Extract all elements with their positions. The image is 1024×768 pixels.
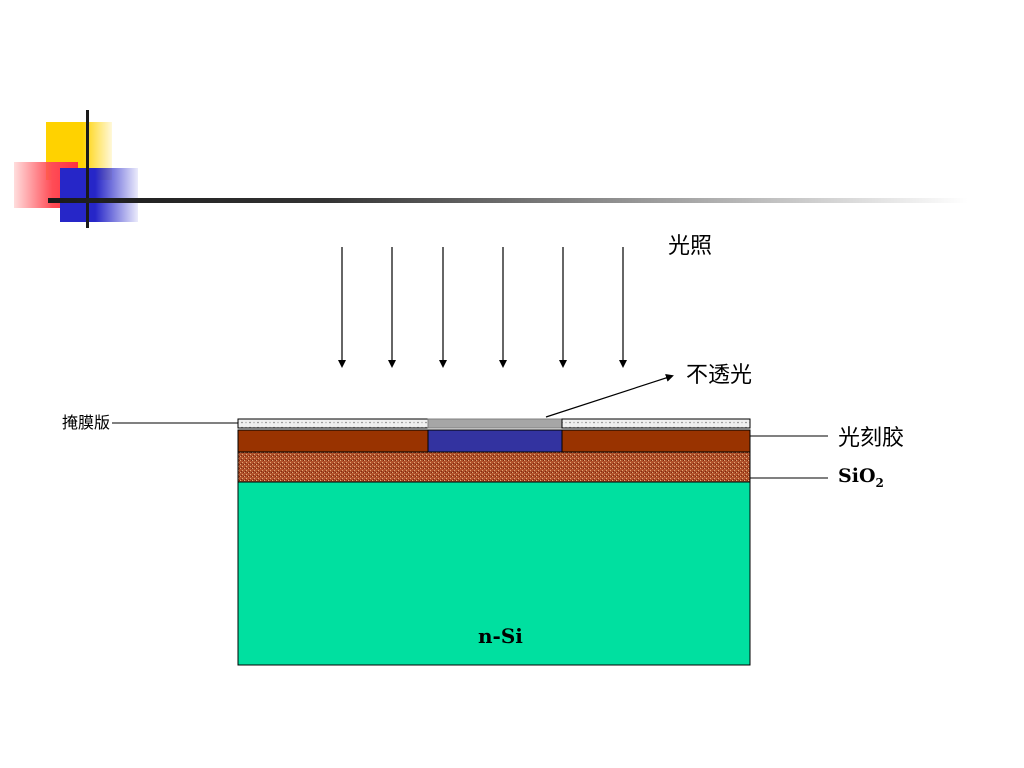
mask-opaque-region	[427, 418, 563, 429]
oxide-label: SiO2	[838, 465, 884, 490]
photoresist-right	[561, 429, 751, 453]
photoresist-left	[237, 429, 429, 453]
decor-blue-square	[60, 168, 138, 222]
opaque-pointer-arrow	[545, 374, 674, 418]
substrate-layer	[237, 481, 751, 666]
oxide-layer	[237, 451, 751, 483]
decor-vertical-line	[86, 110, 89, 228]
oxide-label-subscript: 2	[875, 475, 884, 490]
mask-transparent-left	[237, 418, 429, 429]
opaque-label: 不透光	[686, 363, 753, 388]
photoresist-label: 光刻胶	[838, 426, 905, 451]
mask-label: 掩膜版	[62, 413, 111, 432]
light-label: 光照	[668, 234, 713, 259]
mask-transparent-right	[561, 418, 751, 429]
substrate-label: n-Si	[478, 624, 523, 648]
light-rays	[338, 247, 627, 368]
decor-title-rule	[48, 198, 968, 203]
oxide-label-main: SiO	[838, 465, 876, 487]
photoresist-exposed-region	[427, 429, 563, 453]
